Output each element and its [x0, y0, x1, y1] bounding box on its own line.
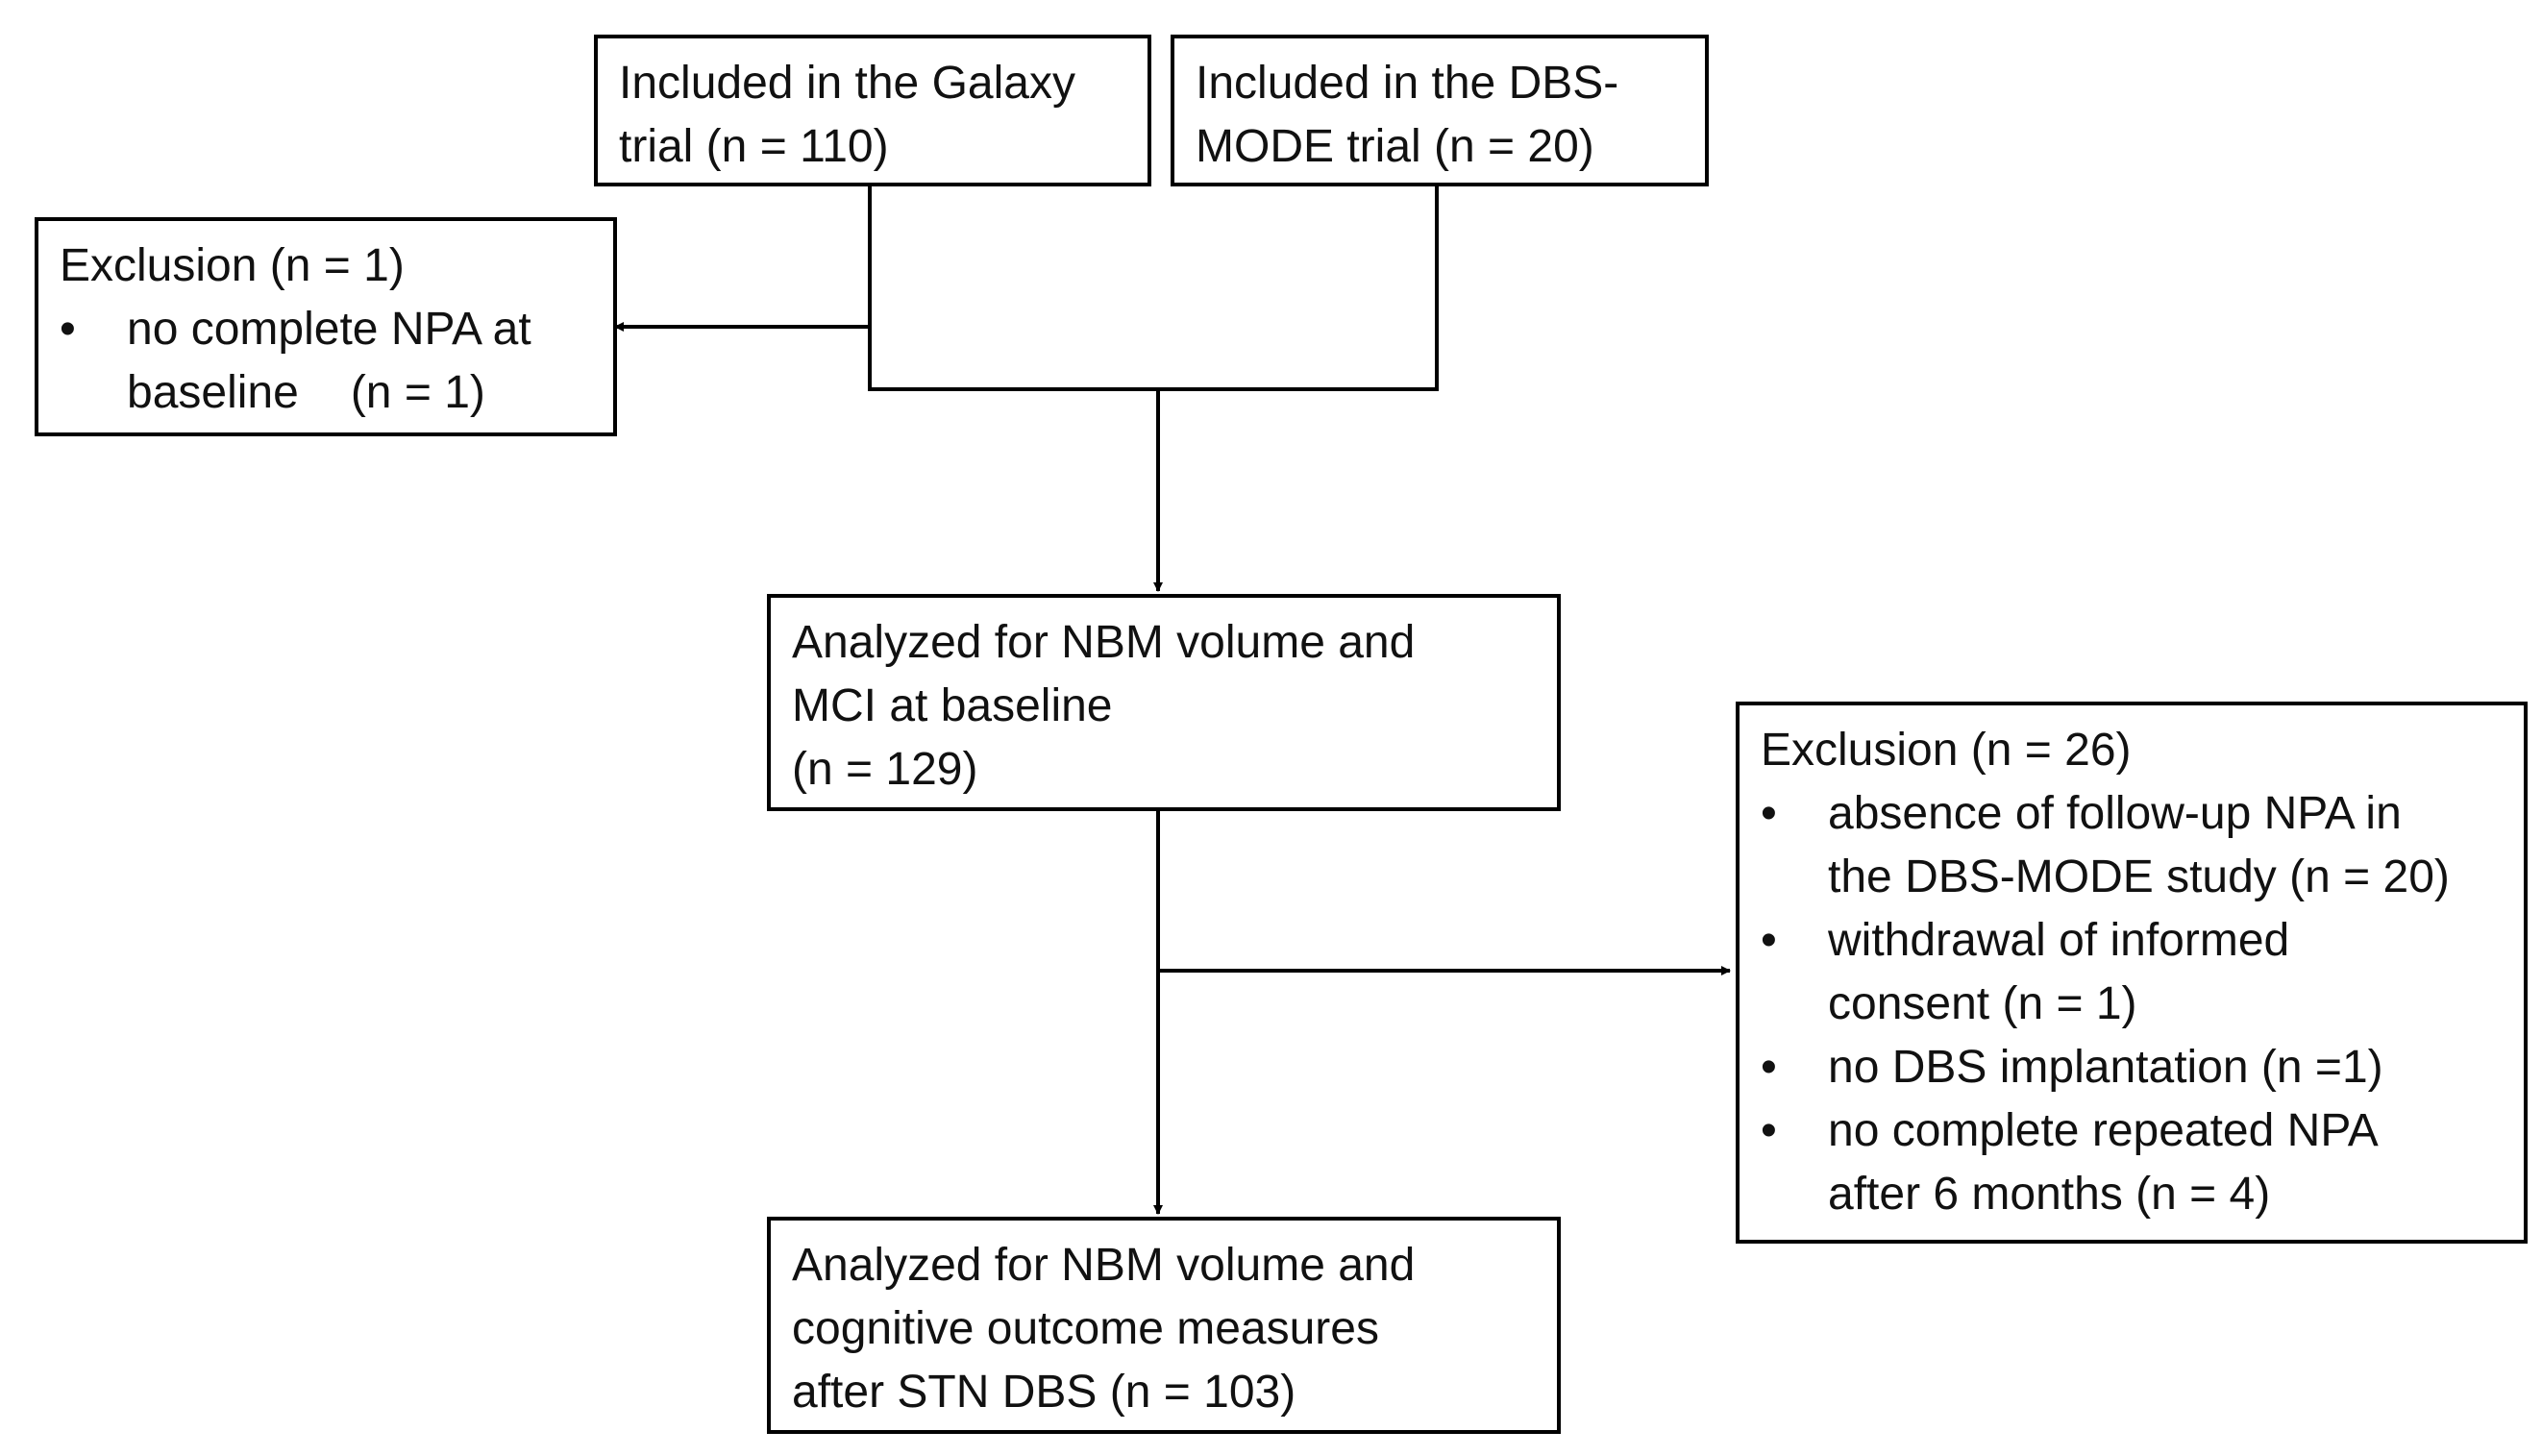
exclusion-26-item-2-line-2: consent (n = 1) [1828, 978, 2137, 1029]
final-line-1: Analyzed for NBM volume and [792, 1240, 1416, 1291]
dbs-mode-line-1: Included in the DBS- [1196, 58, 1619, 109]
exclusion-followup-box: Exclusion (n = 26) absence of follow-up … [1736, 702, 2528, 1244]
galaxy-line-2: trial (n = 110) [619, 121, 889, 172]
exclusion-26-item: no complete repeated NPA after 6 months … [1761, 1099, 2503, 1226]
exclusion-1-item-line-2: baseline [127, 367, 299, 418]
exclusion-26-item: withdrawal of informed consent (n = 1) [1761, 909, 2503, 1036]
final-analysis-box: Analyzed for NBM volume and cognitive ou… [767, 1217, 1561, 1434]
exclusion-26-item-1-line-1: absence of follow-up NPA in [1828, 788, 2402, 839]
exclusion-1-item: no complete NPA at baseline (n = 1) [60, 298, 592, 425]
baseline-line-1: Analyzed for NBM volume and [792, 617, 1416, 668]
exclusion-26-item-4-line-1: no complete repeated NPA [1828, 1105, 2379, 1156]
exclusion-1-list: no complete NPA at baseline (n = 1) [60, 298, 592, 425]
merge-connector [868, 185, 1439, 391]
exclusion-26-list: absence of follow-up NPA in the DBS-MODE… [1761, 782, 2503, 1226]
baseline-line-2: MCI at baseline [792, 680, 1113, 731]
final-line-2: cognitive outcome measures [792, 1303, 1379, 1354]
exclusion-26-title: Exclusion (n = 26) [1761, 725, 2132, 776]
exclusion-26-item-1-line-2: the DBS-MODE study (n = 20) [1828, 851, 2450, 902]
exclusion-26-item-2-line-1: withdrawal of informed [1828, 915, 2290, 966]
exclusion-26-item: absence of follow-up NPA in the DBS-MODE… [1761, 782, 2503, 909]
baseline-analysis-box: Analyzed for NBM volume and MCI at basel… [767, 594, 1561, 811]
baseline-line-3: (n = 129) [792, 744, 978, 795]
final-line-3: after STN DBS (n = 103) [792, 1367, 1296, 1418]
exclusion-26-item-4-line-2: after 6 months (n = 4) [1828, 1169, 2271, 1220]
galaxy-trial-box: Included in the Galaxy trial (n = 110) [594, 35, 1151, 186]
dbs-mode-line-2: MODE trial (n = 20) [1196, 121, 1594, 172]
dbs-mode-trial-box: Included in the DBS- MODE trial (n = 20) [1171, 35, 1709, 186]
exclusion-26-item: no DBS implantation (n =1) [1761, 1036, 2503, 1099]
exclusion-1-item-line-1: no complete NPA at [127, 304, 531, 355]
exclusion-baseline-box: Exclusion (n = 1) no complete NPA at bas… [35, 217, 617, 436]
exclusion-1-title: Exclusion (n = 1) [60, 240, 405, 291]
exclusion-26-item-3-line-1: no DBS implantation (n =1) [1828, 1042, 2383, 1093]
exclusion-1-item-line-3: (n = 1) [350, 367, 485, 418]
galaxy-line-1: Included in the Galaxy [619, 58, 1075, 109]
